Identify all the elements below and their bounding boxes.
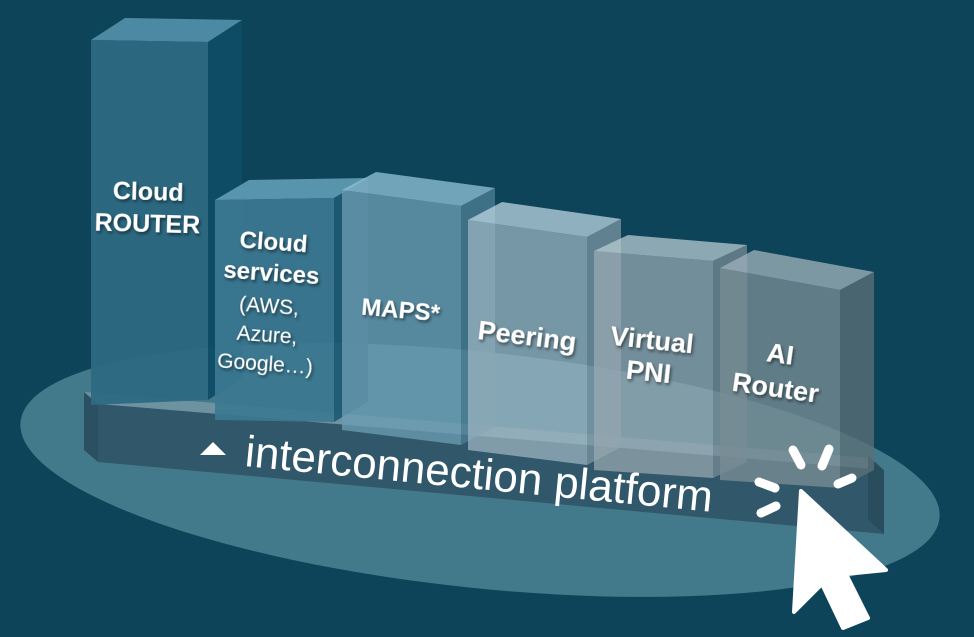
triangle-up-icon: [200, 442, 226, 455]
block-title-line: ROUTER: [94, 209, 200, 240]
block-top-face: [468, 202, 621, 237]
service-blocks: CloudROUTERCloudservices(AWS,Azure,Googl…: [91, 18, 874, 488]
mouse-cursor-click-icon[interactable]: [754, 444, 888, 630]
block-title-line: AI: [765, 337, 796, 370]
block-front-face: [215, 198, 334, 422]
block-title-line: Cloud: [239, 227, 309, 259]
block-front-face: [342, 190, 461, 445]
block-top-face: [91, 18, 242, 42]
block-top-face: [215, 178, 368, 200]
block-title-line: services: [222, 257, 320, 291]
block-front-face: [91, 40, 208, 405]
block-top-face: [594, 235, 747, 261]
block-title-line: Cloud: [112, 177, 184, 207]
block-front-face: [468, 220, 587, 465]
block-front-face: [594, 251, 713, 478]
block-side-face: [840, 272, 874, 488]
block-subtitle-line: (AWS,: [238, 293, 299, 320]
block-top-face: [342, 172, 495, 206]
block-top-face: [720, 250, 874, 290]
block-front-face: [720, 268, 840, 488]
block-subtitle-line: Azure,: [236, 322, 298, 349]
block-title-line: PNI: [625, 355, 673, 390]
